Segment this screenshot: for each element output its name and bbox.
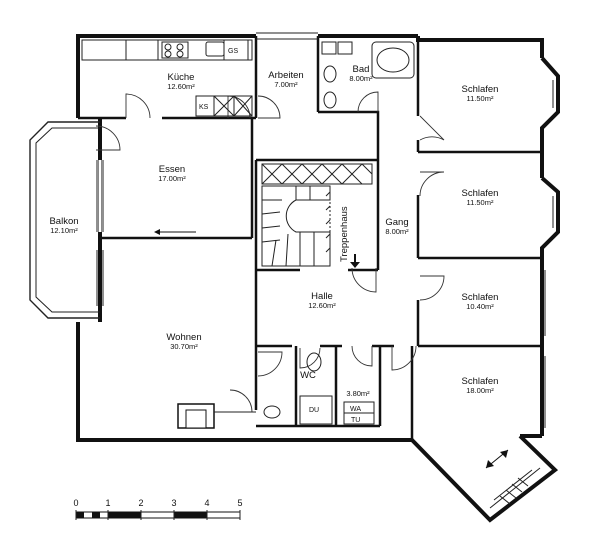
room-schlafen-4: Schlafen 18.00m²: [462, 376, 499, 395]
arbeiten-name: Arbeiten: [268, 70, 303, 81]
room-kueche: Küche 12.60m²: [167, 72, 195, 91]
schlafen-3-area: 10.40m²: [466, 302, 494, 311]
schlafen-2-name: Schlafen: [462, 188, 499, 199]
room-schlafen-2: Schlafen 11.50m²: [462, 188, 499, 207]
room-wohnen: Wohnen 30.70m²: [166, 332, 201, 351]
arbeiten-area: 7.00m²: [274, 80, 298, 89]
ks-label: KS: [199, 104, 209, 111]
bad-name: Bad: [353, 64, 370, 75]
wc-label: WC: [300, 370, 316, 381]
kueche-area: 12.60m²: [167, 82, 195, 91]
essen-arrow: [154, 229, 196, 235]
balkon-name: Balkon: [49, 216, 78, 227]
schlafen-2-area: 11.50m²: [467, 198, 494, 207]
scale-bar: [75, 510, 241, 520]
windows: [96, 32, 554, 428]
schlafen-3-name: Schlafen: [462, 292, 499, 303]
balcony-outline: [29, 121, 100, 319]
halle-name: Halle: [311, 291, 333, 302]
room-essen: Essen 17.00m²: [158, 164, 186, 183]
schlafen-4-area: 18.00m²: [466, 386, 494, 395]
scale-tick-5: 5: [237, 498, 242, 508]
room-schlafen-1: Schlafen 11.50m²: [462, 84, 499, 103]
wohnen-area: 30.70m²: [170, 342, 198, 351]
corner-shaft: [485, 449, 541, 509]
essen-name: Essen: [159, 164, 185, 175]
balkon-area: 12.10m²: [50, 226, 78, 235]
schlafen-4-name: Schlafen: [462, 376, 499, 387]
scale-tick-3: 3: [171, 498, 176, 508]
room-bad: Bad 8.00m²: [349, 64, 373, 83]
du-label: DU: [309, 407, 319, 414]
kitchen-fixtures: [81, 39, 253, 117]
schlafen-1-name: Schlafen: [462, 84, 499, 95]
scale-tick-4: 4: [204, 498, 209, 508]
bad-area: 8.00m²: [349, 74, 373, 83]
room-halle: Halle 12.60m²: [308, 291, 336, 310]
stair-down-arrow: [350, 254, 360, 268]
bathroom-fixtures: [263, 41, 415, 425]
tu-label: TU: [351, 417, 360, 424]
scale-tick-1: 1: [105, 498, 110, 508]
fireplace: [177, 403, 256, 429]
room-schlafen-3: Schlafen 10.40m²: [462, 292, 499, 311]
gs-label: GS: [228, 48, 238, 55]
scale-tick-2: 2: [138, 498, 143, 508]
room-arbeiten: Arbeiten 7.00m²: [268, 70, 303, 89]
halle-area: 12.60m²: [308, 301, 336, 310]
doors: [95, 91, 445, 413]
room-balkon: Balkon 12.10m²: [49, 216, 78, 235]
room-gang: Gang 8.00m²: [385, 217, 409, 236]
staircase: [261, 163, 373, 267]
gang-area: 8.00m²: [385, 227, 409, 236]
treppenhaus-label: Treppenhaus: [339, 206, 350, 262]
gang-name: Gang: [385, 217, 408, 228]
kueche-name: Küche: [168, 72, 195, 83]
wohnen-name: Wohnen: [166, 332, 201, 343]
scale-tick-0: 0: [73, 498, 78, 508]
schlafen-1-area: 11.50m²: [467, 94, 494, 103]
abstell-area: 3.80m²: [346, 389, 370, 398]
wa-label: WA: [350, 406, 361, 413]
interior-walls: [78, 36, 542, 440]
essen-area: 17.00m²: [158, 174, 186, 183]
